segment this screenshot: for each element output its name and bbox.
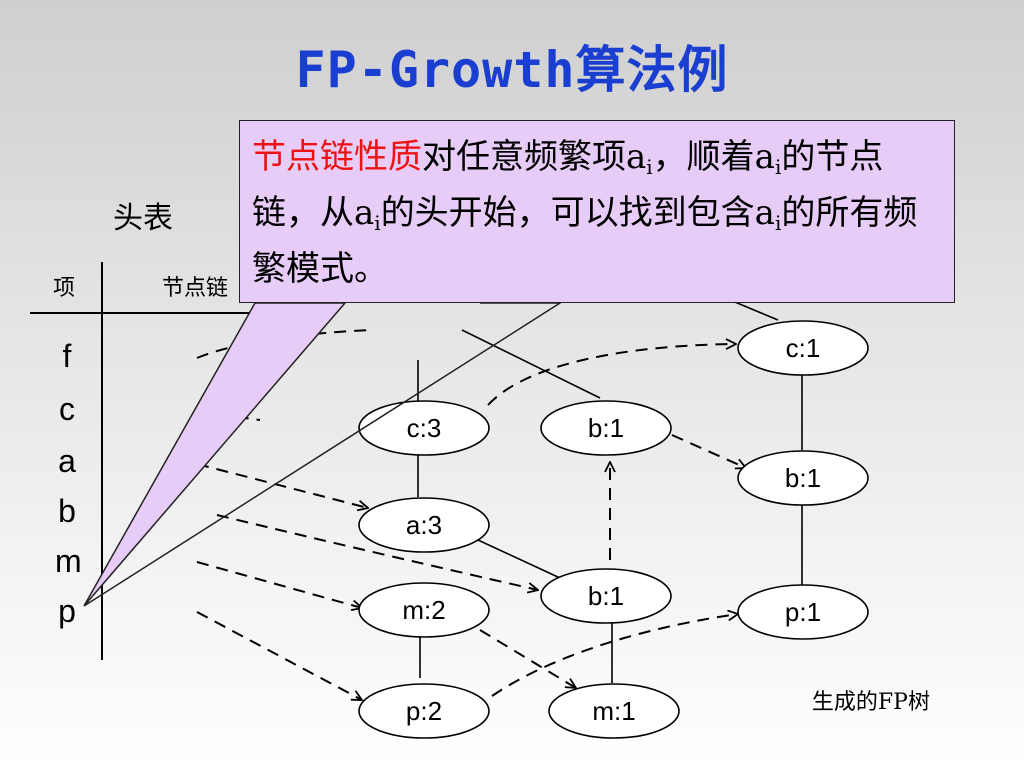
tree-edges	[417, 299, 803, 683]
callout-sub-2: i	[774, 155, 782, 179]
tree-node	[737, 320, 869, 376]
tree-node	[737, 450, 869, 506]
head-item-b: b	[58, 493, 76, 529]
link-c-next	[487, 344, 736, 406]
tree-edge	[461, 329, 601, 399]
column-header-node-link: 节点链	[162, 276, 229, 301]
tree-node	[358, 497, 490, 553]
tree-node	[358, 582, 490, 638]
tree-node-label: p:1	[785, 597, 821, 627]
node-link-property-callout: 节点链性质对任意频繁项ai，顺着ai的节点链，从ai的头开始，可以找到包含ai的…	[239, 120, 955, 303]
tree-node-label: b:1	[588, 413, 624, 443]
callout-sub-4: i	[774, 211, 782, 235]
node-link-arrows	[196, 329, 746, 700]
head-item-f: f	[62, 338, 72, 374]
callout-sub-3: i	[374, 211, 381, 235]
tree-node	[540, 568, 672, 624]
slide-title: FP-Growth算法例	[295, 41, 729, 99]
tree-node-label: p:2	[406, 696, 442, 726]
link-p	[196, 611, 362, 700]
tree-node	[358, 400, 490, 456]
tree-node-label: c:1	[786, 333, 821, 363]
callout-text-2: ，顺着a	[652, 137, 775, 177]
link-p-next	[491, 614, 738, 697]
link-a	[196, 463, 368, 508]
head-item-a: a	[58, 443, 76, 479]
callout-pointer-right	[83, 302, 563, 607]
tree-node	[540, 400, 672, 456]
link-m	[196, 561, 362, 608]
tree-node	[548, 683, 680, 739]
link-b	[216, 514, 538, 590]
callout-pointer	[83, 302, 347, 607]
head-table-label: 头表	[113, 201, 173, 236]
tree-edge	[477, 539, 561, 579]
tree-node	[358, 683, 490, 739]
tree-edge	[729, 299, 779, 321]
tree-node-label: m:2	[402, 595, 445, 625]
callout-text-3: 的节点链，从a	[252, 137, 884, 233]
link-m-next	[479, 629, 576, 688]
link-b-next2	[671, 434, 746, 468]
head-item-m: m	[55, 543, 82, 579]
head-item-c: c	[59, 391, 75, 427]
tree-node	[737, 584, 869, 640]
column-header-item: 项	[53, 276, 76, 301]
callout-text-1: 对任意频繁项a	[422, 137, 647, 177]
tree-node-label: m:1	[592, 696, 635, 726]
head-item-p: p	[58, 593, 76, 629]
callout-text-5: 的所有频繁模式。	[252, 193, 918, 289]
callout-highlight: 节点链性质	[252, 137, 422, 177]
callout-text-4: 的头开始，可以找到包含a	[380, 193, 775, 233]
tree-node-label: b:1	[588, 581, 624, 611]
tree-node-label: b:1	[785, 463, 821, 493]
tree-node-label: a:3	[406, 510, 442, 540]
fp-tree-caption: 生成的FP树	[811, 690, 930, 715]
tree-node-label: c:3	[407, 413, 442, 443]
callout-sub-1: i	[646, 155, 653, 179]
